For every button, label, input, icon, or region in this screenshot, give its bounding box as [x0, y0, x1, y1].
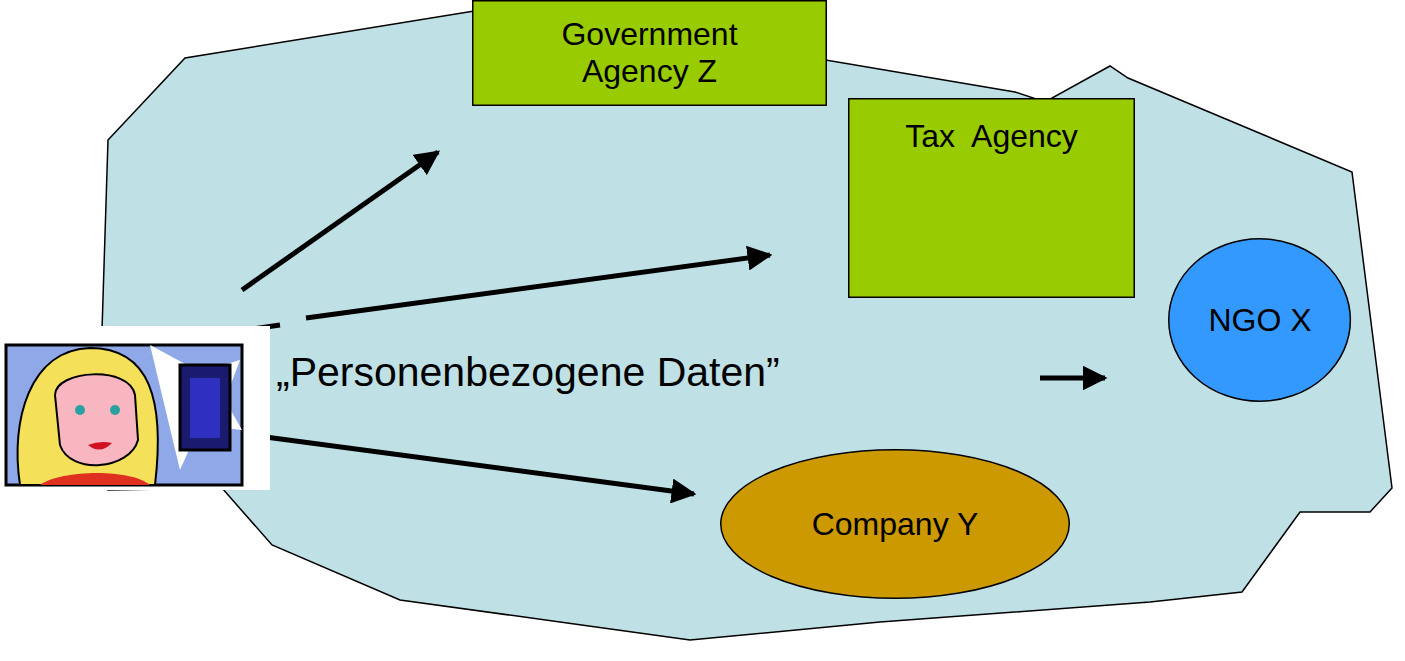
- node-text: NGO X: [1208, 302, 1311, 339]
- arrow-line: [242, 152, 438, 290]
- node-text: Company Y: [812, 506, 979, 543]
- agency-box: Government Agency Z: [472, 0, 827, 106]
- node-text: Government Agency Z: [530, 16, 770, 90]
- organisation-ellipse: NGO X: [1168, 238, 1351, 402]
- dashed-arrow: [1040, 376, 1105, 381]
- person-clipart: [2, 326, 270, 490]
- node-text: Tax Agency: [905, 118, 1078, 155]
- organisation-ellipse: Company Y: [720, 449, 1070, 599]
- flow-label: „Personenbezogene Daten”: [272, 350, 784, 395]
- arrow-line: [306, 255, 770, 318]
- agency-box: Tax Agency: [848, 98, 1135, 298]
- arrow-line: [258, 436, 694, 494]
